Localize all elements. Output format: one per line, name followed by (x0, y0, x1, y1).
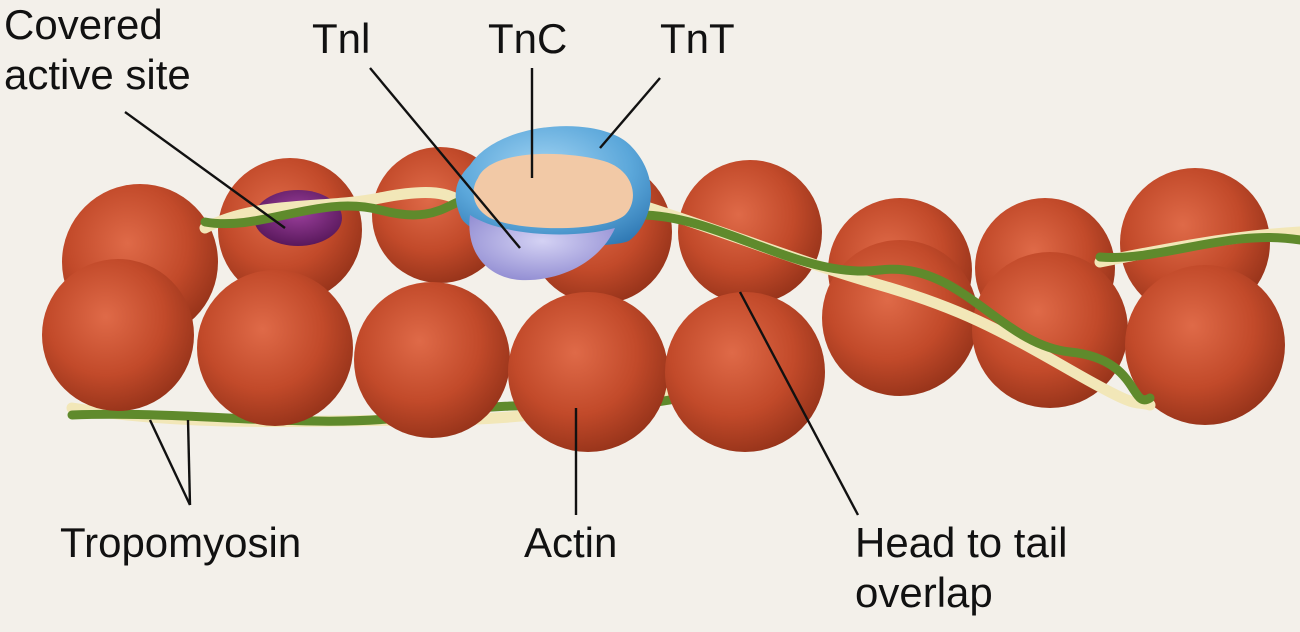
leader-tni (369, 67, 521, 249)
troponin-complex (455, 126, 651, 281)
leader-tropomyosin-2 (186, 419, 192, 506)
actin-monomer (678, 160, 822, 304)
tropomyosin-upper-strand (199, 187, 1300, 411)
actin-monomer (972, 252, 1128, 408)
label-covered-active-site: Covered active site (4, 1, 191, 98)
label-tnt: TnT (660, 15, 735, 62)
actin-monomer (1125, 265, 1285, 425)
actin-monomer (42, 259, 194, 411)
label-tni: Tnl (312, 15, 371, 62)
tnc-subunit (473, 153, 633, 229)
actin-monomer (508, 292, 668, 452)
actin-monomer (354, 282, 510, 438)
label-tnc: TnC (488, 15, 568, 62)
label-actin: Actin (524, 519, 618, 566)
actin-monomer (822, 240, 978, 396)
actin-monomer (197, 270, 353, 426)
label-head-to-tail-overlap: Head to tail overlap (855, 519, 1068, 616)
leader-tropomyosin-1 (148, 419, 192, 506)
actin-monomer (665, 292, 825, 452)
leader-tnt (599, 77, 661, 149)
leader-lines (124, 67, 860, 516)
label-tropomyosin: Tropomyosin (60, 519, 302, 566)
leader-head-to-tail (738, 291, 860, 516)
leader-covered-active-site (124, 111, 286, 229)
